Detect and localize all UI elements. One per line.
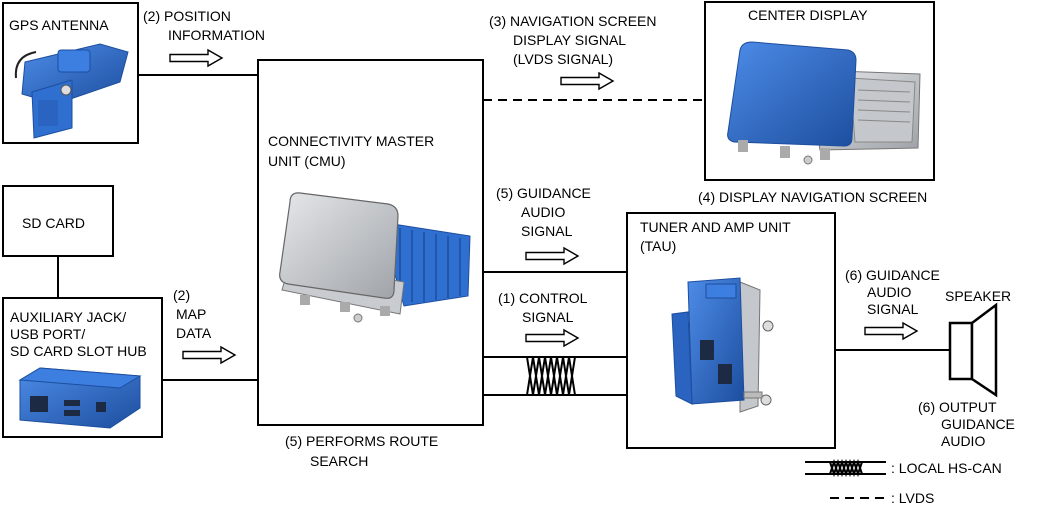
speaker-label: SPEAKER [945,288,1011,304]
tau-label: TUNER AND AMP UNIT (TAU) [640,219,794,254]
speaker-icon [948,302,998,398]
gps-antenna-image [14,43,129,139]
legend: : LOCAL HS-CAN : LVDS [805,458,1002,506]
cmu-label: CONNECTIVITY MASTER UNIT (CMU) [268,133,438,169]
aux-hub-image [18,367,142,429]
arrow-guidance-audio-6 [864,321,919,341]
arrow-nav-display [560,71,615,91]
arrow-map-data [182,345,237,365]
performs-route-search-label: (5) PERFORMS ROUTE SEARCH [285,433,442,469]
center-display-label: CENTER DISPLAY [748,7,868,23]
nav-display-signal-label: (3) NAVIGATION SCREEN DISPLAY SIGNAL (LV… [489,13,660,67]
legend-lvds-label: : LVDS [891,490,934,506]
control-signal-label: (1) CONTROL SIGNAL [498,290,591,325]
guidance-audio-signal-5-label: (5) GUIDANCE AUDIO SIGNAL [496,185,595,239]
tau-image [671,277,774,413]
guidance-audio-signal-6-label: (6) GUIDANCE AUDIO SIGNAL [845,267,944,317]
sd-card-box [2,185,114,257]
gps-antenna-label: GPS ANTENNA [9,17,109,33]
legend-hs-can-label: : LOCAL HS-CAN [891,460,1002,476]
map-data-label: (2) MAP DATA [173,287,212,341]
display-nav-screen-label: (4) DISPLAY NAVIGATION SCREEN [698,189,927,205]
output-guidance-audio-label: (6) OUTPUT GUIDANCE AUDIO [918,399,1019,449]
aux-hub-label: AUXILIARY JACK/ USB PORT/ SD CARD SLOT H… [10,309,147,359]
sd-card-label: SD CARD [22,215,85,231]
center-display-image [727,41,921,165]
arrow-control-signal [525,328,580,348]
position-info-label: (2) POSITION INFORMATION [143,8,265,43]
twisted-pair-can [526,356,576,396]
legend-hs-can-symbol [805,458,886,478]
cmu-image [279,192,471,323]
arrow-guidance-audio-5 [525,246,580,266]
arrow-position-info [169,48,224,68]
